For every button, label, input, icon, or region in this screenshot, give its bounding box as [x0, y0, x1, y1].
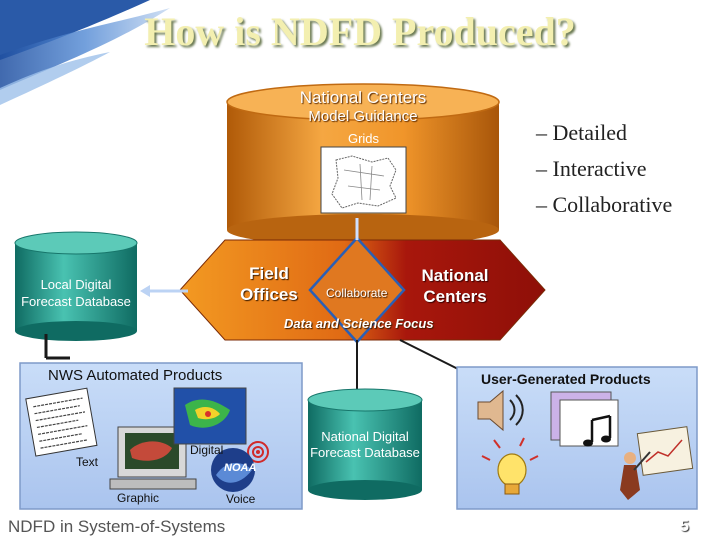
- voice-label: Voice: [226, 492, 256, 506]
- user-panel-title: User-Generated Products: [481, 371, 651, 387]
- grids-label: Grids: [347, 131, 380, 146]
- nws-panel-title: NWS Automated Products: [48, 367, 223, 384]
- slide-footer: NDFD in System-of-Systems: [8, 517, 226, 536]
- ndfd-cylinder: [307, 388, 423, 500]
- bullet-collaborative: – Collaborative: [536, 192, 673, 217]
- graphic-label: Graphic: [117, 491, 160, 505]
- ndfd-db-label: National Digital Forecast Database: [310, 429, 420, 460]
- slide-title: How is NDFD Produced?: [144, 9, 576, 54]
- lightbulb-icon: [481, 437, 539, 495]
- bullet-detailed: – Detailed: [536, 120, 628, 145]
- music-notes-icon: [550, 391, 619, 447]
- radar-map-icon: [173, 387, 247, 445]
- text-label: Text: [76, 455, 99, 469]
- page-number: 5: [680, 518, 689, 535]
- speaker-icon: [477, 389, 524, 432]
- collaborate-label: Collaborate: [326, 286, 388, 300]
- presenter-chart-icon: [620, 426, 694, 500]
- corner-swoosh: [0, 0, 170, 105]
- local-db-label: Local Digital Forecast Database: [21, 277, 131, 309]
- digital-label: Digital: [190, 443, 224, 457]
- model-guidance-label: Model Guidance: [308, 108, 418, 125]
- field-offices-label: Field Offices: [240, 264, 298, 304]
- noaa-radio-icon: NOAA: [211, 441, 269, 492]
- bullet-interactive: – Interactive: [536, 156, 647, 181]
- national-centers-hex-label: National Centers: [421, 266, 489, 306]
- connector-lines: [44, 218, 461, 400]
- svg-text:NOAA: NOAA: [224, 462, 256, 474]
- national-centers-title: National Centers: [299, 88, 427, 107]
- text-document-icon: [25, 387, 98, 457]
- grids-map: [320, 146, 407, 214]
- data-science-focus-label: Data and Science Focus: [284, 316, 434, 331]
